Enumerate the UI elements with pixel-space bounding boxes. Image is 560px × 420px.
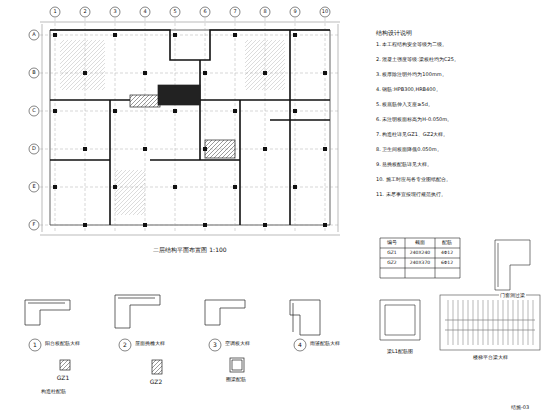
axis-number: 8 <box>262 9 267 15</box>
detail-number: 2 <box>122 342 128 349</box>
table-cell: 配筋 <box>441 241 453 246</box>
axis-number: 3 <box>112 9 117 15</box>
table-cell: 编号 <box>386 241 398 246</box>
axis-number: 10 <box>321 9 329 15</box>
axis-letter: C <box>31 108 37 114</box>
detail-sections <box>25 295 320 374</box>
note-line: 7. 构造柱详见GZ1、GZ2大样。 <box>375 132 449 138</box>
note-line: 5. 板底筋伸入支座≥5d。 <box>375 102 434 108</box>
detail-number: 4 <box>297 342 303 349</box>
axis-number: 7 <box>232 9 237 15</box>
detail-title: 屋面挑檐大样 <box>134 341 166 347</box>
axis-number: 9 <box>292 9 297 15</box>
table-cell: GZ1 <box>386 251 397 256</box>
table-cell: 6Φ12 <box>440 261 454 266</box>
note-line: 8. 卫生间板面降低0.050m。 <box>375 147 443 153</box>
column-mark: GZ2 <box>149 379 164 386</box>
axis-number: 4 <box>142 9 147 15</box>
note-line: 4. 钢筋:HPB300,HRB400。 <box>375 87 442 93</box>
detail-note: 构造柱配筋 <box>40 390 67 395</box>
floor-plan <box>29 7 340 351</box>
detail-note: 圈梁配筋 <box>225 378 247 383</box>
axis-letter: D <box>31 146 37 152</box>
note-line: 9. 悬挑板配筋详见大样。 <box>375 162 433 168</box>
detail-title: 雨篷配筋大样 <box>309 341 341 347</box>
drawing-title: 二层结构平面布置图 1:100 <box>152 247 227 254</box>
detail-title: 阳台板配筋大样 <box>44 341 81 347</box>
axis-number: 5 <box>172 9 177 15</box>
axis-letter: A <box>31 32 36 38</box>
column-mark: GZ1 <box>56 375 71 382</box>
detail-title: 空调板大样 <box>224 341 251 347</box>
axis-letter: B <box>31 70 36 76</box>
note-line: 6. 未注明板面标高为H-0.050m。 <box>375 117 453 123</box>
notes-heading: 结构设计说明 <box>375 30 413 37</box>
note-line: 2. 混凝土强度等级:梁板柱均为C25。 <box>375 57 460 63</box>
axis-letter: F <box>32 222 37 228</box>
detail-title: 门窗洞过梁 <box>499 294 526 299</box>
table-cell: 截面 <box>414 241 426 246</box>
table-cell: GZ2 <box>386 261 397 266</box>
note-line: 11. 未尽事宜按现行规范执行。 <box>375 192 447 198</box>
notes-table <box>380 238 540 350</box>
note-line: 1. 本工程结构安全等级为二级。 <box>375 42 448 48</box>
table-cell: 240X370 <box>409 261 431 266</box>
detail-number: 3 <box>212 342 218 349</box>
note-line: 10. 施工时应与各专业图纸配合。 <box>375 177 452 183</box>
detail-title: 梁L1配筋图 <box>386 349 414 355</box>
axis-number: 1 <box>52 9 57 15</box>
detail-number: 1 <box>32 342 38 349</box>
axis-letter: E <box>31 184 36 190</box>
table-cell: 4Φ12 <box>440 251 454 256</box>
axis-number: 6 <box>202 9 207 15</box>
detail-title: 楼梯平台梁大样 <box>472 355 509 361</box>
note-line: 3. 板厚除注明外均为100mm。 <box>375 72 448 78</box>
axis-number: 2 <box>82 9 87 15</box>
sheet-number: 结施-03 <box>510 405 530 411</box>
table-cell: 240X240 <box>409 251 431 256</box>
